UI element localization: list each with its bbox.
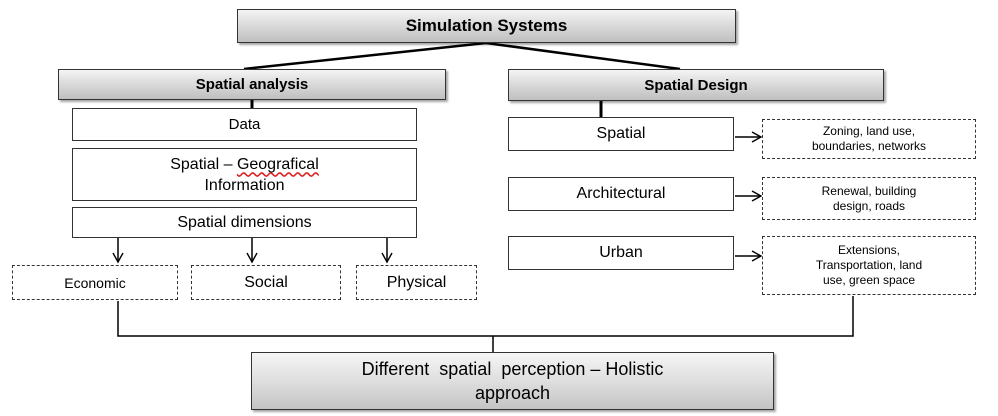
holistic-line-1: Different spatial perception – Holistic [361, 359, 664, 379]
title-box: Simulation Systems [237, 9, 736, 43]
connector-title-design [485, 41, 681, 71]
holistic-approach-box: Different spatial perception – Holistic … [251, 352, 774, 410]
connector-merge [117, 296, 854, 337]
urban-detail-box: Extensions, Transportation, land use, gr… [762, 236, 976, 295]
social-box: Social [191, 265, 341, 300]
spatial-detail-line-1: Zoning, land use, [822, 124, 916, 138]
architectural-detail-line-1: Renewal, building [821, 183, 917, 198]
data-text: Data [228, 116, 261, 133]
architectural-detail-line-2: design, roads [832, 198, 906, 213]
architectural-detail-box: Renewal, building design, roads [762, 177, 976, 220]
social-text: Social [244, 273, 288, 291]
connector-title-analysis [243, 41, 487, 71]
spatial-dimensions-text: Spatial dimensions [177, 213, 312, 231]
geographical-line-2: Information [204, 176, 285, 194]
design-item-urban-label: Urban [599, 244, 643, 261]
spatial-analysis-header-text: Spatial analysis [195, 76, 309, 93]
holistic-line-2: approach [474, 383, 551, 403]
title-text: Simulation Systems [405, 16, 568, 35]
geographical-line-1: Spatial – Geografical [170, 154, 319, 175]
physical-box: Physical [356, 265, 477, 300]
design-item-architectural: Architectural [508, 177, 734, 211]
design-item-urban: Urban [508, 236, 734, 270]
design-item-spatial-label: Spatial [596, 125, 646, 142]
spatial-detail-line-2: boundaries, networks [811, 139, 927, 153]
geographical-information-box: Spatial – Geografical Information [72, 148, 417, 201]
spatial-dimensions-box: Spatial dimensions [72, 207, 417, 238]
spatial-design-header: Spatial Design [508, 69, 884, 101]
geographical-word: Geografical [236, 155, 319, 173]
urban-detail-line-2: Transportation, land [815, 258, 923, 272]
physical-text: Physical [386, 273, 447, 291]
data-box: Data [72, 108, 417, 141]
economic-box: Economic [12, 265, 178, 300]
urban-detail-line-3: use, green space [822, 273, 916, 287]
design-item-architectural-label: Architectural [576, 185, 666, 202]
geographical-line-1a: Spatial – [170, 155, 237, 173]
design-item-spatial: Spatial [508, 117, 734, 151]
spatial-analysis-header: Spatial analysis [58, 69, 446, 100]
spatial-detail-box: Zoning, land use, boundaries, networks [762, 119, 976, 159]
urban-detail-line-1: Extensions, [837, 243, 901, 257]
spatial-design-header-text: Spatial Design [644, 76, 748, 94]
economic-text: Economic [64, 274, 126, 291]
